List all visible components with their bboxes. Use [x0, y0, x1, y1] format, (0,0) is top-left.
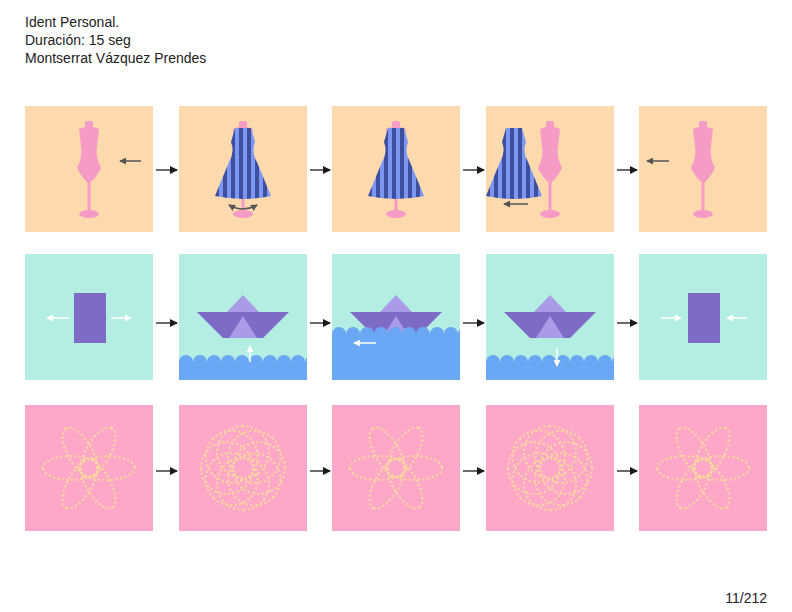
- frame: [332, 405, 460, 531]
- frame: [25, 106, 153, 232]
- frame: [639, 405, 767, 531]
- frame: [25, 254, 153, 380]
- title-text: Ident Personal.: [25, 13, 119, 31]
- frame: [332, 106, 460, 232]
- frame: [486, 254, 614, 380]
- heading-line: Duración: 15 seg: [25, 31, 131, 49]
- frame: [639, 106, 767, 232]
- frame: [332, 254, 460, 380]
- heading-line: Montserrat Vázquez Prendes: [25, 49, 206, 67]
- frame: [179, 405, 307, 531]
- frame: [486, 106, 614, 232]
- page-number: 11/212: [725, 589, 767, 607]
- frame: [179, 106, 307, 232]
- frame: [25, 405, 153, 531]
- sequence-arrows: [156, 170, 637, 471]
- frame: [179, 254, 307, 380]
- frame: [639, 254, 767, 380]
- frame: [486, 405, 614, 531]
